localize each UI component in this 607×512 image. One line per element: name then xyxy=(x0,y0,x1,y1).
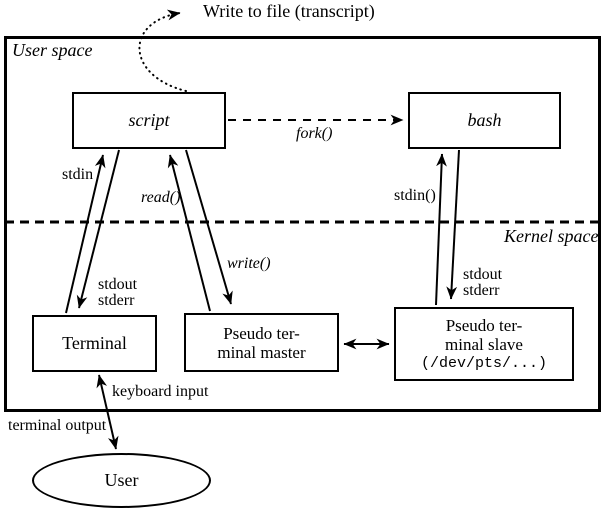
read-label: read() xyxy=(141,189,181,206)
kernel-space-label: Kernel space xyxy=(504,226,599,246)
script-node-label: script xyxy=(128,110,170,130)
stdin-arrow xyxy=(65,154,106,314)
pty-slave-node: Pseudo ter- minal slave (/dev/pts/...) xyxy=(394,307,574,381)
terminal-user-arrow xyxy=(96,374,119,450)
user-node-label: User xyxy=(104,470,139,490)
user-node: User xyxy=(32,453,211,508)
keyboard-input-label: keyboard input xyxy=(112,383,209,400)
terminal-node-label: Terminal xyxy=(62,333,127,353)
stdin-bash-label: stdin() xyxy=(394,187,436,204)
stdout-stderr-right-arrow xyxy=(446,149,460,300)
bash-node: bash xyxy=(408,92,561,149)
user-space-region xyxy=(4,36,601,412)
stdout-left-label: stdout xyxy=(98,276,138,293)
write-arrow xyxy=(185,149,233,305)
bash-node-label: bash xyxy=(467,110,502,130)
stdout-right-label: stdout xyxy=(463,266,503,283)
write-to-file-label: Write to file (transcript) xyxy=(203,1,375,21)
stdout-stderr-left-arrow xyxy=(76,149,120,309)
fork-label: fork() xyxy=(296,125,333,142)
terminal-output-label: terminal output xyxy=(8,417,107,434)
user-space-label: User space xyxy=(12,40,93,60)
pty-master-label-line2: minal master xyxy=(217,342,306,362)
terminal-node: Terminal xyxy=(32,315,157,372)
pty-slave-label-line1: Pseudo ter- xyxy=(445,315,523,335)
pty-master-label-line1: Pseudo ter- xyxy=(223,323,300,343)
stderr-left-label: stderr xyxy=(98,292,135,309)
stdin-label: stdin xyxy=(62,166,94,183)
pty-slave-label-line2: minal slave xyxy=(445,334,523,354)
stderr-right-label: stderr xyxy=(463,282,500,299)
read-arrow xyxy=(167,154,211,312)
write-to-file-arrow xyxy=(138,9,187,92)
pty-slave-dev-path: (/dev/pts/...) xyxy=(420,354,548,372)
stdin-bash-arrow xyxy=(435,153,447,306)
write-label: write() xyxy=(227,255,271,272)
pty-master-node: Pseudo ter- minal master xyxy=(184,313,339,372)
script-node: script xyxy=(72,92,226,149)
